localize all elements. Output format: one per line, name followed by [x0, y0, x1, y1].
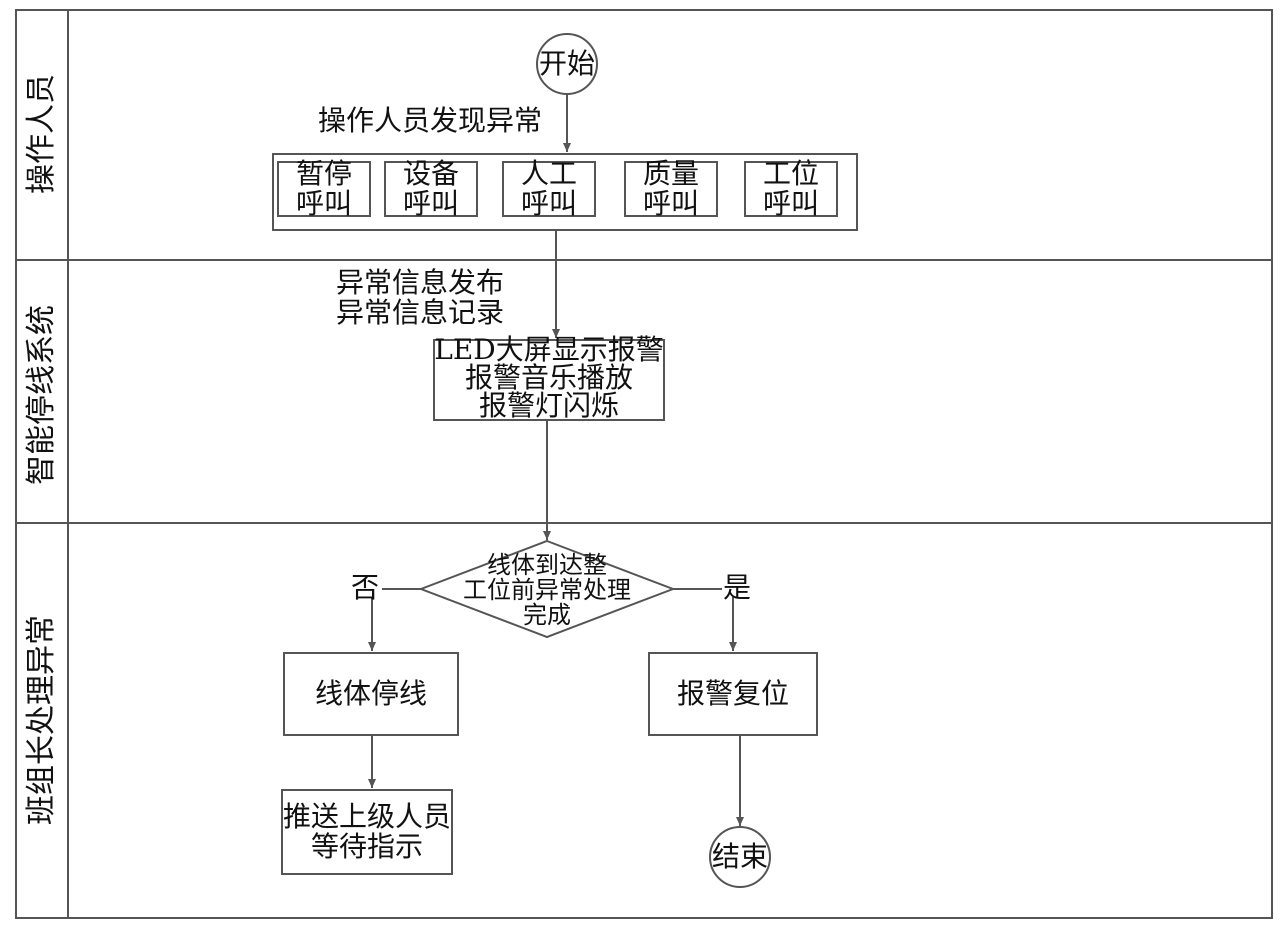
equipment-call-box — [384, 161, 478, 217]
push-label: 推送上级人员 等待指示 — [282, 800, 451, 863]
alarm-reset-label: 报警复位 — [676, 677, 789, 710]
decision-diamond — [418, 539, 676, 639]
no-label: 否 — [350, 571, 379, 604]
end-label: 结束 — [711, 840, 768, 873]
equipment-call-label: 设备呼叫 — [402, 157, 459, 220]
line-stop-label: 线体停线 — [314, 677, 427, 710]
pause-call-box — [277, 161, 371, 217]
quality-call-label: 质量呼叫 — [642, 157, 699, 220]
push-box — [281, 789, 453, 875]
alarm-label: LED大屏显示报警 报警音乐播放 报警灯闪烁 — [434, 333, 664, 422]
manual-call-label: 人工呼叫 — [520, 157, 577, 220]
pause-call-label: 暂停呼叫 — [295, 157, 352, 220]
line-stop-box — [283, 652, 459, 736]
lane-label-operator: 操作人员 — [24, 74, 59, 194]
lane-label-team-leader: 班组长处理异常 — [24, 615, 59, 825]
alarm-box — [433, 339, 665, 421]
info-record-label: 异常信息记录 — [336, 296, 505, 329]
station-call-label: 工位呼叫 — [762, 157, 819, 220]
start-label: 开始 — [538, 47, 595, 80]
manual-call-box — [502, 161, 596, 217]
end-node — [709, 826, 771, 888]
alarm-reset-box — [648, 652, 818, 736]
decision-label: 线体到达整 工位前异常处理 完成 — [463, 551, 631, 629]
station-call-box — [744, 161, 838, 217]
info-publish-label: 异常信息发布 — [336, 266, 505, 299]
discover-label: 操作人员发现异常 — [317, 104, 542, 137]
swimlane-frame — [15, 9, 1273, 919]
lane-label-system: 智能停线系统 — [24, 305, 59, 485]
quality-call-box — [624, 161, 718, 217]
yes-label: 是 — [722, 571, 751, 604]
